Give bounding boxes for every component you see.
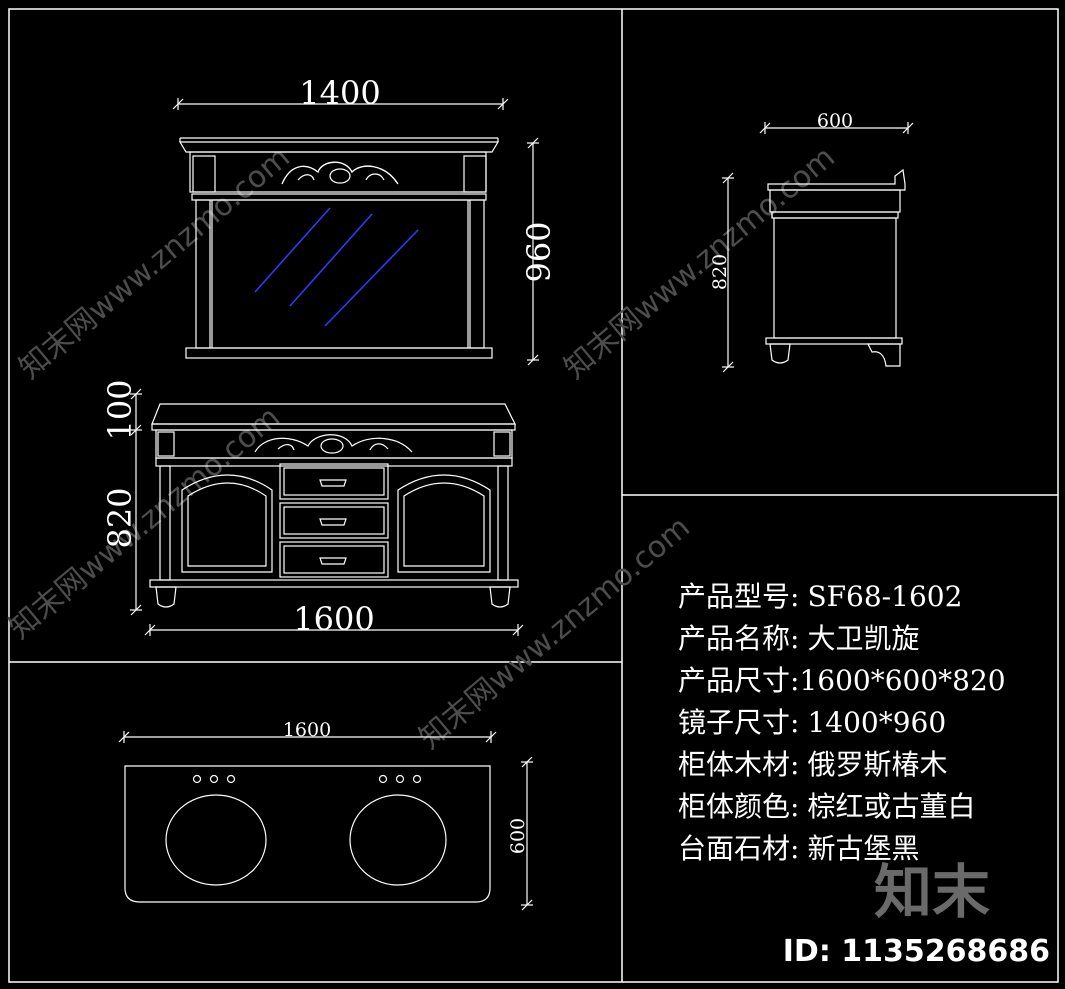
watermark-text: 知末网www.znzmo.com — [3, 400, 287, 646]
top-view-width-dimension: 1600 — [283, 719, 331, 741]
cabinet-side-view — [722, 122, 914, 373]
spec-row: 台面石材:新古堡黑 — [678, 832, 919, 865]
spec-value: 1400*960 — [807, 706, 946, 739]
spec-value: 棕红或古董白 — [807, 790, 975, 823]
watermark-text: 知末网www.znzmo.com — [13, 140, 297, 386]
spec-row: 产品尺寸:1600*600*820 — [678, 664, 1006, 697]
spec-label: 柜体颜色: — [678, 790, 799, 823]
product-specs: 产品型号:SF68-1602 产品名称:大卫凯旋 产品尺寸:1600*600*8… — [678, 580, 1006, 865]
spec-label: 柜体木材: — [678, 748, 799, 781]
spec-row: 产品名称:大卫凯旋 — [678, 622, 919, 655]
spec-label: 台面石材: — [678, 832, 799, 865]
spec-label: 产品尺寸: — [678, 664, 799, 697]
spec-value: 俄罗斯椿木 — [807, 748, 947, 781]
watermark-logo: 知末 — [874, 858, 990, 926]
watermark-id: ID: 1135268686 — [783, 934, 1050, 969]
spec-value: SF68-1602 — [807, 580, 962, 613]
spec-value: 大卫凯旋 — [807, 622, 919, 655]
top-view-depth-dimension: 600 — [507, 818, 529, 854]
spec-row: 产品型号:SF68-1602 — [678, 580, 962, 613]
mirror-front-view — [172, 98, 539, 366]
cabinet-width-dimension: 1600 — [293, 600, 374, 638]
spec-row: 柜体颜色:棕红或古董白 — [678, 790, 975, 823]
spec-row: 柜体木材:俄罗斯椿木 — [678, 748, 947, 781]
spec-row: 镜子尺寸:1400*960 — [678, 706, 946, 739]
side-width-dimension: 600 — [817, 110, 853, 132]
mirror-glass-reflection — [254, 207, 419, 327]
watermark-text: 知末网www.znzmo.com — [558, 140, 842, 386]
spec-label: 产品名称: — [678, 622, 799, 655]
spec-label: 镜子尺寸: — [678, 706, 799, 739]
spec-label: 产品型号: — [678, 580, 799, 613]
drawing-frame — [8, 8, 1059, 983]
cabinet-top-dimension: 100 — [101, 379, 139, 440]
watermark-text: 知末网www.znzmo.com — [413, 510, 697, 756]
side-height-dimension: 820 — [709, 254, 731, 290]
countertop-top-view — [118, 731, 533, 911]
mirror-width-dimension: 1400 — [299, 74, 380, 112]
cabinet-height-dimension: 820 — [101, 487, 139, 548]
spec-value: 1600*600*820 — [799, 664, 1005, 697]
spec-value: 新古堡黑 — [807, 832, 919, 865]
cabinet-front-view — [130, 388, 524, 636]
mirror-height-dimension: 960 — [520, 221, 558, 282]
